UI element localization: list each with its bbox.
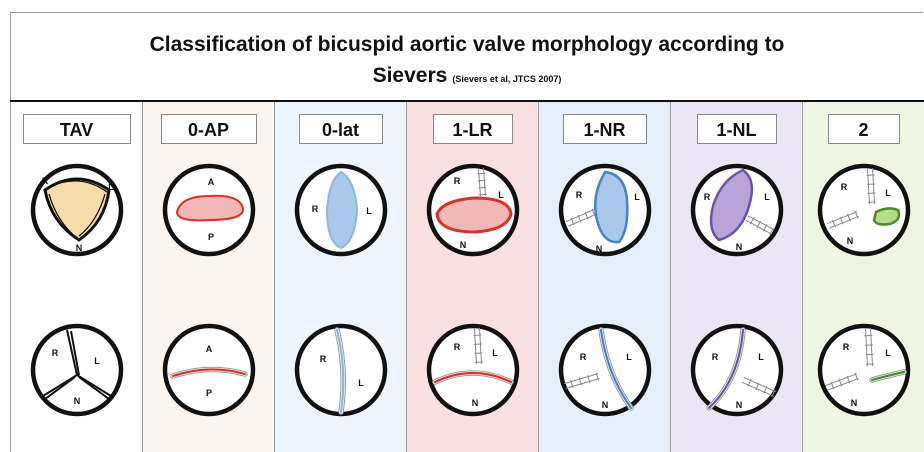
- leaflet-label-n: N: [76, 243, 83, 253]
- valve-1-nr-closed: R L N: [555, 320, 655, 420]
- leaflet-label-l: L: [94, 356, 100, 366]
- leaflet-label-r: R: [712, 352, 719, 362]
- leaflet-label-l: L: [108, 182, 114, 192]
- figure-citation: (Sievers et al, JTCS 2007): [452, 74, 561, 84]
- annulus-ring: [820, 326, 908, 414]
- leaflet-label-l: L: [764, 192, 770, 202]
- column-tav: TAV R L N R L N: [10, 102, 142, 452]
- leaflet-label-l: L: [885, 348, 891, 358]
- leaflet-label-n: N: [74, 396, 81, 406]
- valve-tav-closed: R L N: [27, 320, 127, 420]
- leaflet-label-r: R: [580, 352, 587, 362]
- leaflet-label-a: A: [208, 177, 215, 187]
- valve-1-lr-closed: R L N: [423, 320, 523, 420]
- column-2: 2 R L N R L N: [802, 102, 924, 452]
- valve-2-closed: R L N: [814, 320, 914, 420]
- leaflet-label-l: L: [634, 192, 640, 202]
- column-1-nr: 1-NR R L N R L N: [538, 102, 670, 452]
- leaflet-label-r: R: [320, 354, 327, 364]
- leaflet-label-n: N: [851, 398, 858, 408]
- valve-tav-open: R L N: [27, 160, 127, 260]
- leaflet-label-l: L: [498, 190, 504, 200]
- label-2: 2: [828, 114, 900, 144]
- leaflet-label-n: N: [736, 400, 743, 410]
- leaflet-label-n: N: [460, 240, 467, 250]
- leaflet-label-r: R: [704, 192, 711, 202]
- title-panel: Classification of bicuspid aortic valve …: [10, 12, 923, 101]
- valve-1-lr-open: R L N: [423, 160, 523, 260]
- leaflet-label-r: R: [312, 204, 319, 214]
- valve-2-open: R L N: [814, 160, 914, 260]
- leaflet-label-r: R: [454, 342, 461, 352]
- leaflet-label-r: R: [843, 342, 850, 352]
- orifice: [874, 208, 899, 224]
- leaflet-label-n: N: [602, 400, 609, 410]
- figure-title-second-line: Sievers (Sievers et al, JTCS 2007): [11, 64, 923, 88]
- leaflet-label-l: L: [358, 378, 364, 388]
- leaflet-label-l: L: [366, 206, 372, 216]
- orifice: [595, 172, 627, 242]
- leaflet-label-n: N: [847, 236, 854, 246]
- figure-title: Classification of bicuspid aortic valve …: [11, 33, 923, 57]
- label-tav: TAV: [23, 114, 131, 144]
- column-1-lr: 1-LR R L N R L N: [406, 102, 538, 452]
- leaflet-label-n: N: [596, 244, 603, 254]
- label-1-nr: 1-NR: [563, 114, 647, 144]
- leaflet-label-r: R: [841, 182, 848, 192]
- label-0-ap: 0-AP: [161, 114, 257, 144]
- leaflet-label-r: R: [454, 176, 461, 186]
- leaflet-label-l: L: [885, 188, 891, 198]
- leaflet-label-r: R: [52, 348, 59, 358]
- leaflet-label-a: A: [206, 344, 213, 354]
- leaflet-label-p: P: [208, 232, 214, 242]
- leaflet-label-n: N: [736, 242, 743, 252]
- label-1-lr: 1-LR: [433, 114, 513, 144]
- valve-0-lat-closed: RL: [291, 320, 391, 420]
- leaflet-label-n: N: [472, 398, 479, 408]
- valve-1-nl-closed: R L N: [687, 320, 787, 420]
- leaflet-label-r: R: [576, 190, 583, 200]
- valve-0-ap-closed: AP: [159, 320, 259, 420]
- leaflet-label-l: L: [758, 352, 764, 362]
- leaflet-label-p: P: [206, 388, 212, 398]
- leaflet-label-r: R: [42, 176, 49, 186]
- figure-title-sievers: Sievers: [373, 64, 448, 87]
- column-1-nl: 1-NL R L N R L N: [670, 102, 802, 452]
- leaflet-label-l: L: [492, 348, 498, 358]
- valve-1-nr-open: R L N: [555, 160, 655, 260]
- valve-0-ap-open: AP: [159, 160, 259, 260]
- valve-1-nl-open: R L N: [687, 160, 787, 260]
- label-1-nl: 1-NL: [697, 114, 777, 144]
- orifice: [437, 198, 511, 232]
- label-0-lat: 0-lat: [299, 114, 383, 144]
- leaflet-label-l: L: [626, 352, 632, 362]
- orifice: [177, 196, 243, 221]
